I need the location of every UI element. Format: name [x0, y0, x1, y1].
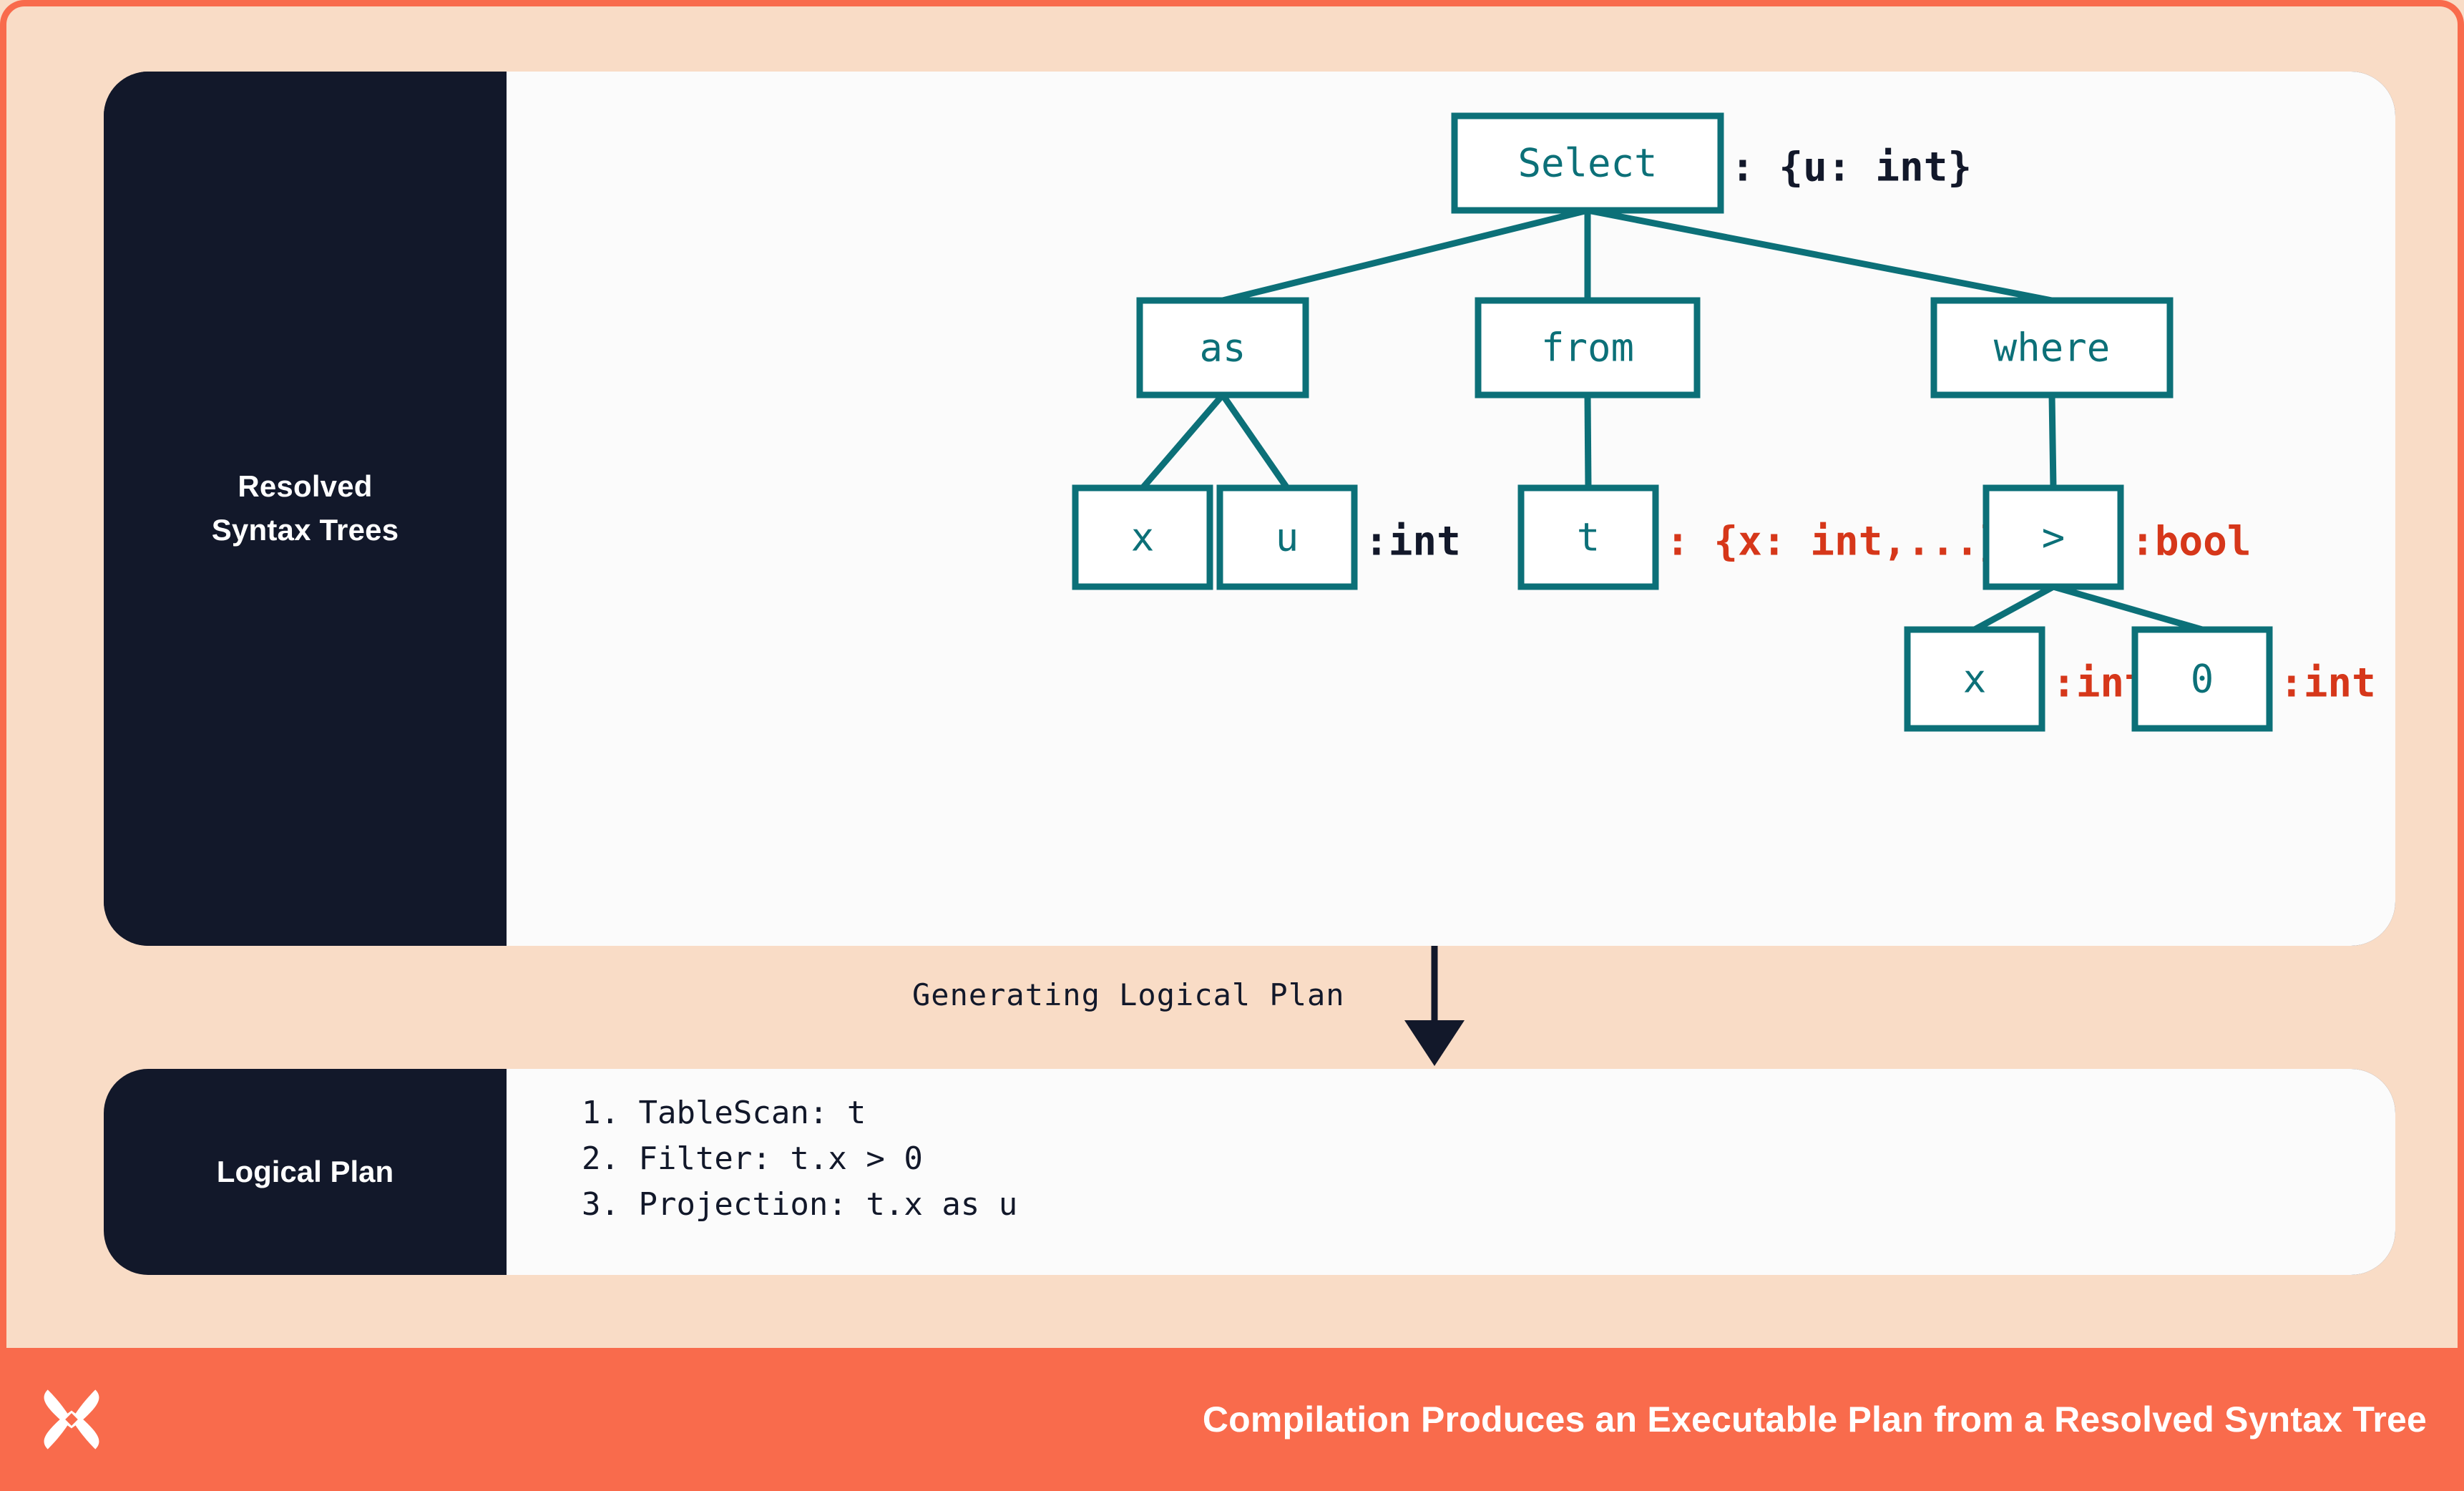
tree-node-box [2131, 626, 2273, 732]
tree-node-label: x [1131, 515, 1155, 560]
tree-edge [1221, 207, 1589, 304]
tree-edge [1587, 207, 2053, 304]
syntax-tree-canvas: Select: {u: int}asfromwherex:intu:intt: … [507, 72, 2395, 946]
tree-node-box [1930, 297, 2174, 399]
tree-node-gt[interactable]: > :bool [1983, 484, 2252, 590]
tree-node-label: from [1541, 326, 1634, 371]
resolved-syntax-trees-card: Resolved Syntax Trees Select : {u: int} as… [104, 72, 2395, 946]
tree-edge [2048, 394, 2057, 489]
tree-node-label: u [1276, 515, 1299, 560]
tree-node-label: 0 [2191, 657, 2214, 702]
transition-label: Generating Logical Plan [912, 977, 1345, 1012]
tree-node-from[interactable]: from [1475, 297, 1701, 399]
tree-node-box [1072, 484, 1213, 590]
tree-node-box [1904, 626, 2045, 732]
tree-node-label: x [1963, 657, 1987, 702]
bowtie-star-logo-icon [44, 1389, 99, 1450]
tree-node-box [1451, 112, 1724, 214]
transition-region: Generating Logical Plan [104, 946, 2395, 1069]
transition-arrow-svg [1404, 946, 1465, 1066]
logical-plan-steps: 1. TableScan: t 2. Filter: t.x > 0 3. Proj… [507, 1069, 2395, 1275]
tree-edge-layer [1140, 207, 2204, 633]
tree-node-box [1216, 484, 1358, 590]
tree-node-box [1475, 297, 1701, 399]
tree-edge [1220, 393, 1290, 490]
tree-node-type-annotation: : {x: int,...} [1666, 519, 2003, 565]
tree-node-zero[interactable]: 0 :int [2131, 626, 2376, 732]
logical-plan-line: 1. TableScan: t [582, 1095, 866, 1131]
tree-node-u[interactable]: u :int [1216, 484, 1461, 590]
tree-node-x2[interactable]: x:int [1904, 626, 2148, 732]
tree-node-t[interactable]: t : {x: int,...} [1517, 484, 2003, 590]
footer-title: Compilation Produces an Executable Plan … [1202, 1399, 2427, 1439]
tree-node-label: t [1577, 515, 1600, 560]
tree-edge [1140, 393, 1226, 490]
tree-node-box [1983, 484, 2124, 590]
syntax-tree-svg: Select: {u: int}asfromwherex:intu:intt: … [1072, 112, 2376, 732]
logical-plan-line: 3. Projection: t.x as u [582, 1186, 1018, 1223]
tree-node-where[interactable]: where [1930, 297, 2174, 399]
tree-edge [1972, 584, 2055, 632]
footer-banner: Compilation Produces an Executable Plan … [0, 1348, 2464, 1491]
tree-node-layer: Select: {u: int}asfromwherex:intu:intt: … [1072, 112, 2376, 732]
rst-label-line-1: Resolved [238, 469, 373, 504]
logical-plan-line: 2. Filter: t.x > 0 [582, 1140, 923, 1178]
tree-node-label: where [1994, 326, 2111, 371]
tree-node-box [1136, 297, 1309, 399]
tree-node-as[interactable]: as [1136, 297, 1309, 399]
tree-node-label: > [2042, 515, 2065, 560]
resolved-syntax-trees-label: Resolved Syntax Trees [104, 72, 507, 946]
tree-node-label: Select [1517, 141, 1657, 186]
tree-node-type-annotation: :int [1364, 519, 1461, 565]
logical-plan-card: Logical Plan 1. TableScan: t 2. Filter: t… [104, 1069, 2395, 1275]
tree-node-type-annotation: :int [2279, 660, 2376, 707]
tree-node-select[interactable]: Select : {u: int} [1451, 112, 1972, 214]
tree-node-type-annotation: :bool [2131, 519, 2252, 565]
tree-node-box [1517, 484, 1659, 590]
arrow-head-icon [1404, 1020, 1465, 1066]
logical-plan-label: Logical Plan [216, 1155, 394, 1188]
tree-node-type-annotation: : {u: int} [1731, 145, 1972, 191]
tree-node-label: as [1199, 326, 1246, 371]
rst-label-line-2: Syntax Trees [211, 513, 399, 547]
tree-edge [2052, 583, 2204, 633]
